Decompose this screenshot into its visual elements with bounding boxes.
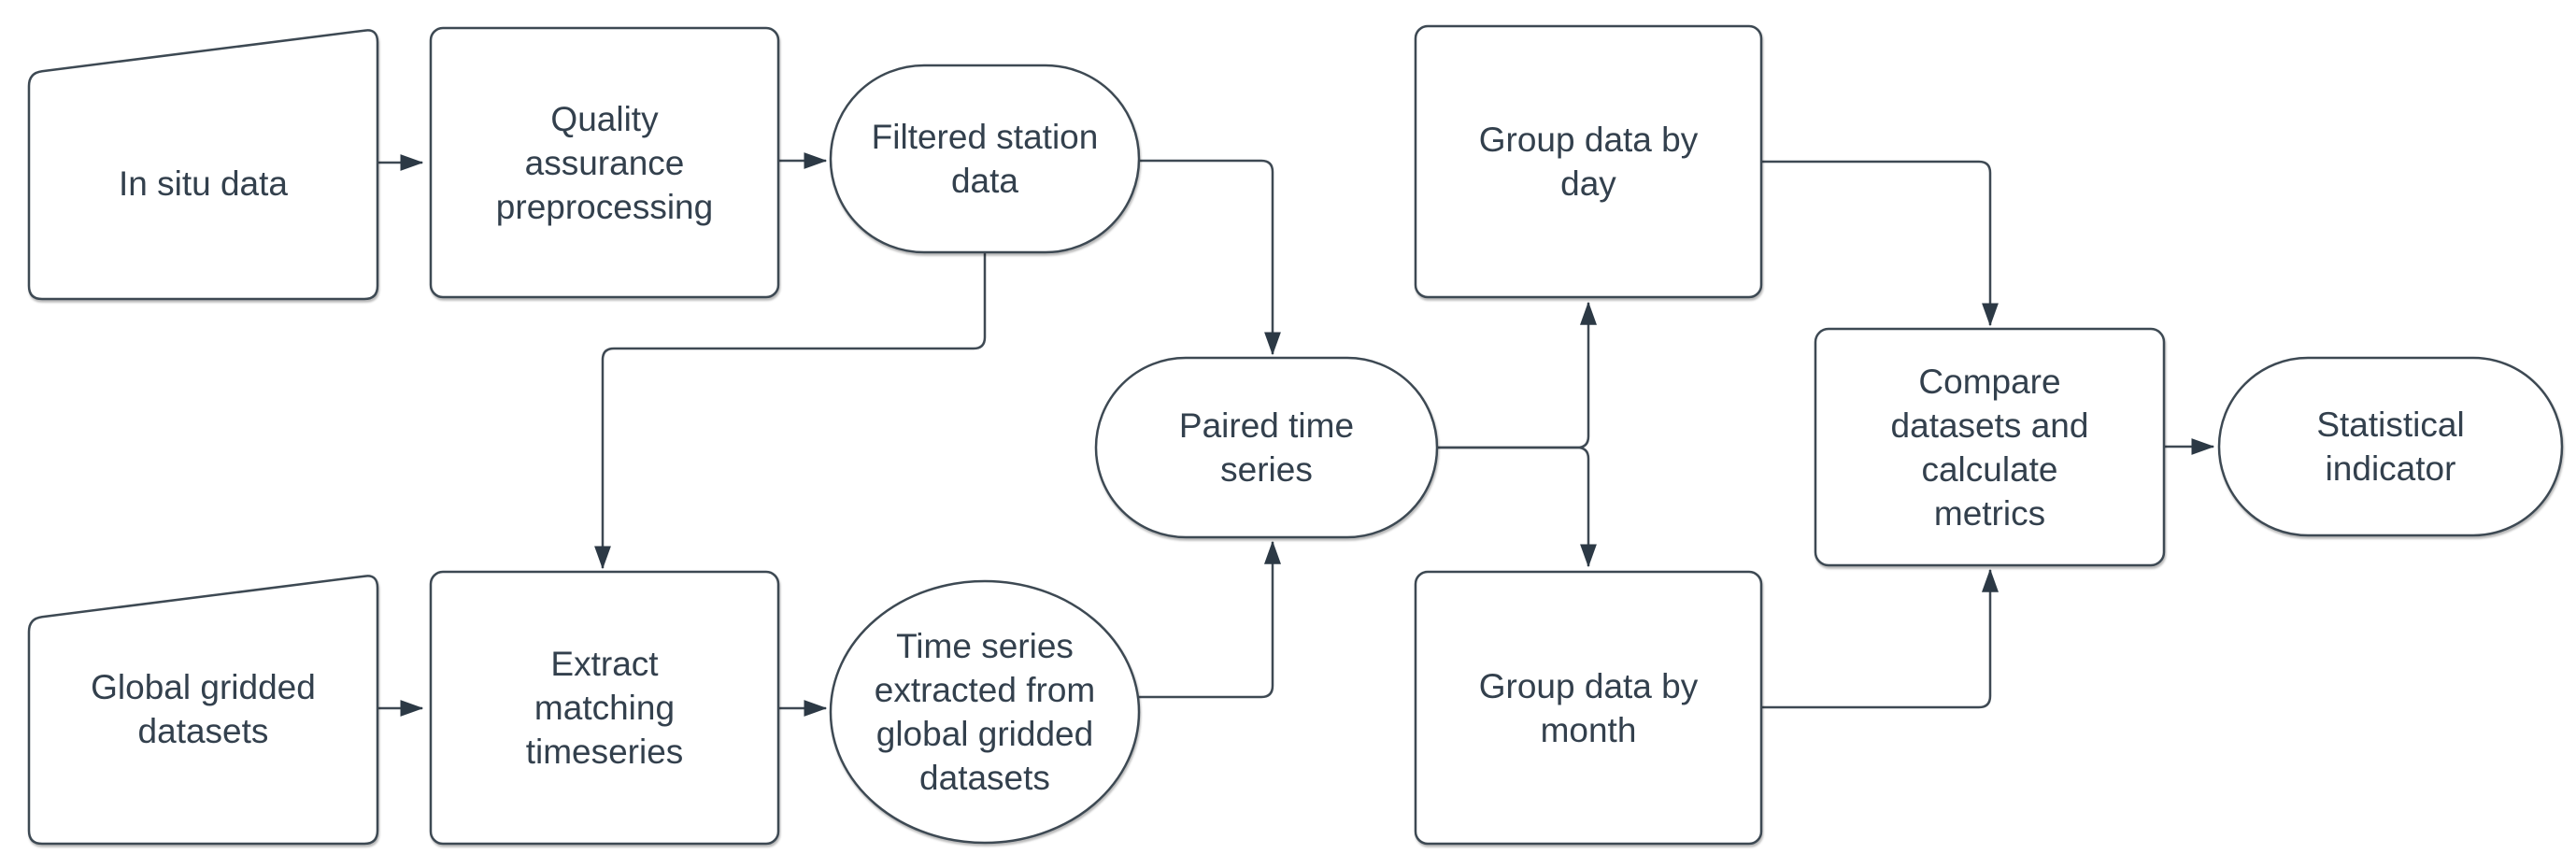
- node-quality-assurance-preprocessing: [429, 26, 780, 299]
- edge-ts-extracted-to-paired: [1138, 540, 1282, 699]
- edge-group-month-to-compare: [1761, 568, 2000, 709]
- node-paired-time-series: [1094, 356, 1439, 539]
- node-filtered-station-data: [829, 64, 1141, 254]
- edge-paired-to-group-month: [1437, 446, 1597, 568]
- edge-filtered-to-paired: [1139, 159, 1281, 356]
- node-in-situ-data: [27, 29, 379, 301]
- nodes-group: [27, 24, 2564, 846]
- edge-paired-to-group-day: [1437, 301, 1598, 449]
- edge-group-day-to-compare: [1761, 160, 1999, 327]
- node-extract-matching-timeseries: [429, 570, 780, 846]
- edges-group: [377, 152, 2215, 718]
- node-global-gridded-datasets: [27, 575, 379, 846]
- node-statistical-indicator: [2217, 356, 2564, 537]
- node-group-data-by-month: [1414, 570, 1763, 846]
- node-group-data-by-day: [1414, 24, 1763, 299]
- node-time-series-extracted: [829, 579, 1141, 845]
- edge-filtered-to-extract: [593, 252, 987, 570]
- node-compare-datasets: [1814, 327, 2166, 567]
